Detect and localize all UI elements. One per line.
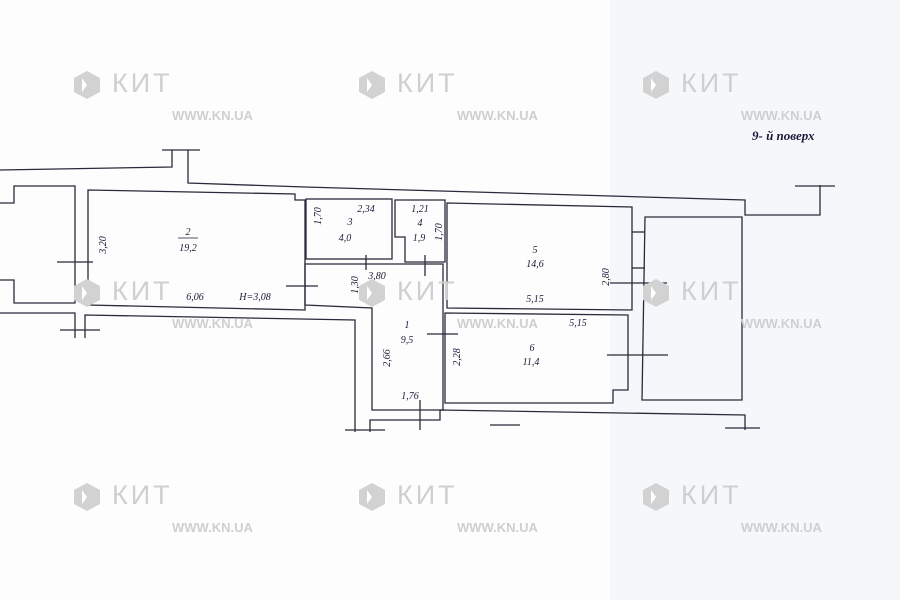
watermark-brand: КИТ xyxy=(112,68,173,98)
kit-logo-icon xyxy=(359,483,385,511)
watermark-url: WWW.KN.UA xyxy=(172,316,253,331)
dim-r4-width: 1,21 xyxy=(411,204,429,215)
watermark-url: WWW.KN.UA xyxy=(741,108,822,123)
dim-r4-height: 1,70 xyxy=(434,223,445,241)
dim-r6-width: 5,15 xyxy=(569,318,587,329)
dim-r2-height: 3,20 xyxy=(98,236,109,255)
watermark-brand: КИТ xyxy=(112,480,173,510)
room-4-area: 1,9 xyxy=(413,233,426,244)
dim-r3-height: 1,70 xyxy=(313,207,324,225)
room-labels: 2 19,2 3 4,0 4 1,9 1 9,5 5 14,6 6 11,4 xyxy=(178,217,544,368)
dim-r1-upper: 1,30 xyxy=(350,276,361,294)
watermark-url: WWW.KN.UA xyxy=(172,520,253,535)
kit-logo-icon xyxy=(643,71,669,99)
watermark-brand: КИТ xyxy=(397,276,458,306)
room-5-area: 14,6 xyxy=(526,259,544,270)
watermark-url: WWW.KN.UA xyxy=(457,316,538,331)
dim-r3-width: 2,34 xyxy=(357,204,375,215)
kit-logo-icon xyxy=(74,279,100,307)
kit-logo-icon xyxy=(643,483,669,511)
room-1-area: 9,5 xyxy=(401,335,414,346)
watermark-url: WWW.KN.UA xyxy=(457,108,538,123)
room-6-number: 6 xyxy=(530,343,535,354)
room-4-number: 4 xyxy=(418,218,423,229)
dim-r1-bottom: 1,76 xyxy=(401,391,419,402)
dim-r2-width: 6,06 xyxy=(186,292,204,303)
watermark-url: WWW.KN.UA xyxy=(172,108,253,123)
watermark-url: WWW.KN.UA xyxy=(741,316,822,331)
kit-logo-icon xyxy=(359,279,385,307)
room-6-area: 11,4 xyxy=(523,357,540,368)
walls xyxy=(0,149,835,432)
dim-r5-width: 5,15 xyxy=(526,294,544,305)
room-1-number: 1 xyxy=(405,320,410,331)
dim-r1-side: 2,66 xyxy=(382,349,393,367)
room-2-number: 2 xyxy=(186,227,191,238)
kit-logo-icon xyxy=(74,483,100,511)
dim-r6-height: 2,28 xyxy=(452,348,463,366)
dimension-labels: 3,20 6,06 H=3,08 2,34 1,70 1,21 1,70 3,8… xyxy=(98,204,612,402)
room-2-area: 19,2 xyxy=(179,243,197,254)
room-5-number: 5 xyxy=(533,245,538,256)
watermark-brand: КИТ xyxy=(681,276,742,306)
kit-logo-icon xyxy=(74,71,100,99)
watermark-brand: КИТ xyxy=(681,68,742,98)
floor-label: 9- й поверх xyxy=(752,128,815,143)
watermark-url: WWW.KN.UA xyxy=(741,520,822,535)
watermark-brand: КИТ xyxy=(681,480,742,510)
watermark-brand: КИТ xyxy=(397,480,458,510)
room-3-number: 3 xyxy=(347,217,353,228)
kit-logo-icon xyxy=(643,279,669,307)
dim-r5-height: 2,80 xyxy=(601,268,612,286)
watermark-url: WWW.KN.UA xyxy=(457,520,538,535)
dim-ceiling: H=3,08 xyxy=(238,292,270,303)
dim-r1-top: 3,80 xyxy=(367,271,386,282)
watermark-brand: КИТ xyxy=(112,276,173,306)
watermark-brand: КИТ xyxy=(397,68,458,98)
kit-logo-icon xyxy=(359,71,385,99)
room-3-area: 4,0 xyxy=(339,233,352,244)
